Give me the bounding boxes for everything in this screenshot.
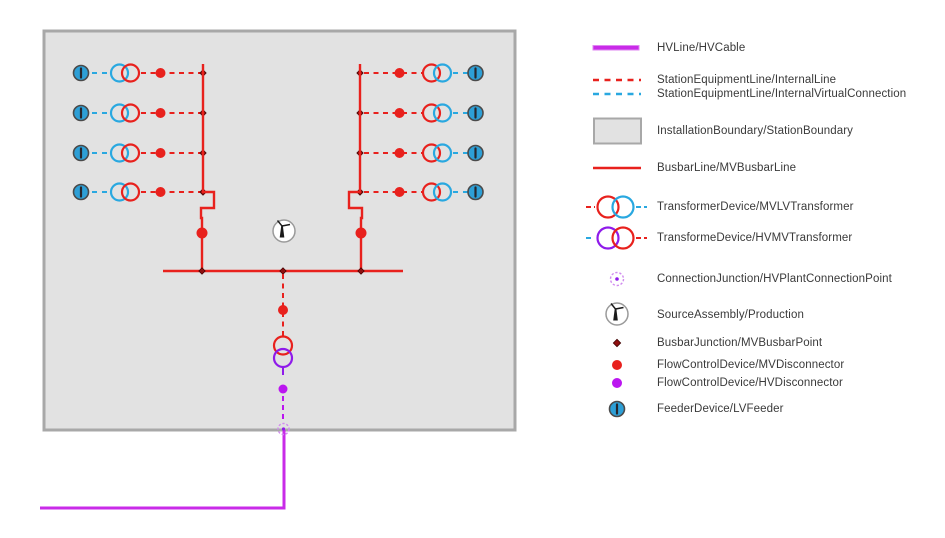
legend-item-internal-line: StationEquipmentLine/InternalLine [585, 64, 836, 96]
legend-item-hvline: HVLine/HVCable [585, 32, 745, 64]
legend-label: InstallationBoundary/StationBoundary [657, 125, 854, 137]
legend-item-production: SourceAssembly/Production [585, 299, 804, 331]
mv-disconnector-dot-icon [196, 227, 208, 239]
mv-disconnector-dot-icon [278, 305, 288, 315]
legend-item-virtual-connection: StationEquipmentLine/InternalVirtualConn… [585, 78, 906, 110]
hv-line-swatch [585, 36, 649, 60]
legend-label: ConnectionJunction/HVPlantConnectionPoin… [657, 273, 892, 285]
legend-item-mvbusbar-line: BusbarLine/MVBusbarLine [585, 152, 796, 184]
legend-item-hv-disconnector: FlowControlDevice/HVDisconnector [585, 367, 843, 399]
production-source-icon [272, 219, 296, 243]
hv-cable-line [40, 430, 286, 510]
legend-label: StationEquipmentLine/InternalVirtualConn… [657, 88, 907, 100]
legend-item-lv-feeder: FeederDevice/LVFeeder [585, 393, 784, 425]
hv-plant-connection-point-icon [585, 267, 649, 291]
legend-label: BusbarJunction/MVBusbarPoint [657, 337, 823, 349]
legend-item-hvmv-transformer: TransformeDevice/HVMVTransformer [585, 222, 852, 254]
red-dashed-line-swatch [585, 68, 649, 92]
hv-plant-connection-point-icon [277, 422, 290, 436]
hv-disconnector-dot-icon [585, 371, 649, 395]
legend-label: StationEquipmentLine/InternalLine [657, 74, 837, 86]
red-line-swatch [585, 156, 649, 180]
legend-label: FlowControlDevice/HVDisconnector [657, 377, 843, 389]
mv-busbar-riser-left [199, 64, 216, 271]
mv-busbar-riser-right [347, 64, 364, 271]
mv-disconnector-dot-icon [585, 353, 649, 377]
blue-dashed-line-swatch [585, 82, 649, 106]
legend-label: SourceAssembly/Production [657, 309, 804, 321]
legend-item-mv-disconnector: FlowControlDevice/MVDisconnector [585, 349, 844, 381]
legend-label: HVLine/HVCable [657, 42, 746, 54]
legend-item-mvlv-transformer: TransformerDevice/MVLVTransformer [585, 191, 854, 223]
wind-turbine-icon [585, 300, 649, 330]
legend-label: TransformerDevice/MVLVTransformer [657, 201, 854, 213]
mvlv-transformer-icon [585, 191, 649, 223]
legend-label: FlowControlDevice/MVDisconnector [657, 359, 845, 371]
mv-disconnector-dot-icon [355, 227, 367, 239]
station-boundary-swatch [585, 115, 649, 147]
lv-feeder-icon [585, 395, 649, 423]
hv-disconnector-dot-icon [278, 384, 288, 394]
hvmv-transformer-icon [585, 222, 649, 254]
legend-label: FeederDevice/LVFeeder [657, 403, 784, 415]
legend-item-station-boundary: InstallationBoundary/StationBoundary [585, 115, 853, 147]
legend-item-hv-connection-point: ConnectionJunction/HVPlantConnectionPoin… [585, 263, 892, 295]
legend-label: BusbarLine/MVBusbarLine [657, 162, 797, 174]
legend-label: TransformeDevice/HVMVTransformer [657, 232, 853, 244]
legend-item-busbar-point: BusbarJunction/MVBusbarPoint [585, 327, 822, 359]
